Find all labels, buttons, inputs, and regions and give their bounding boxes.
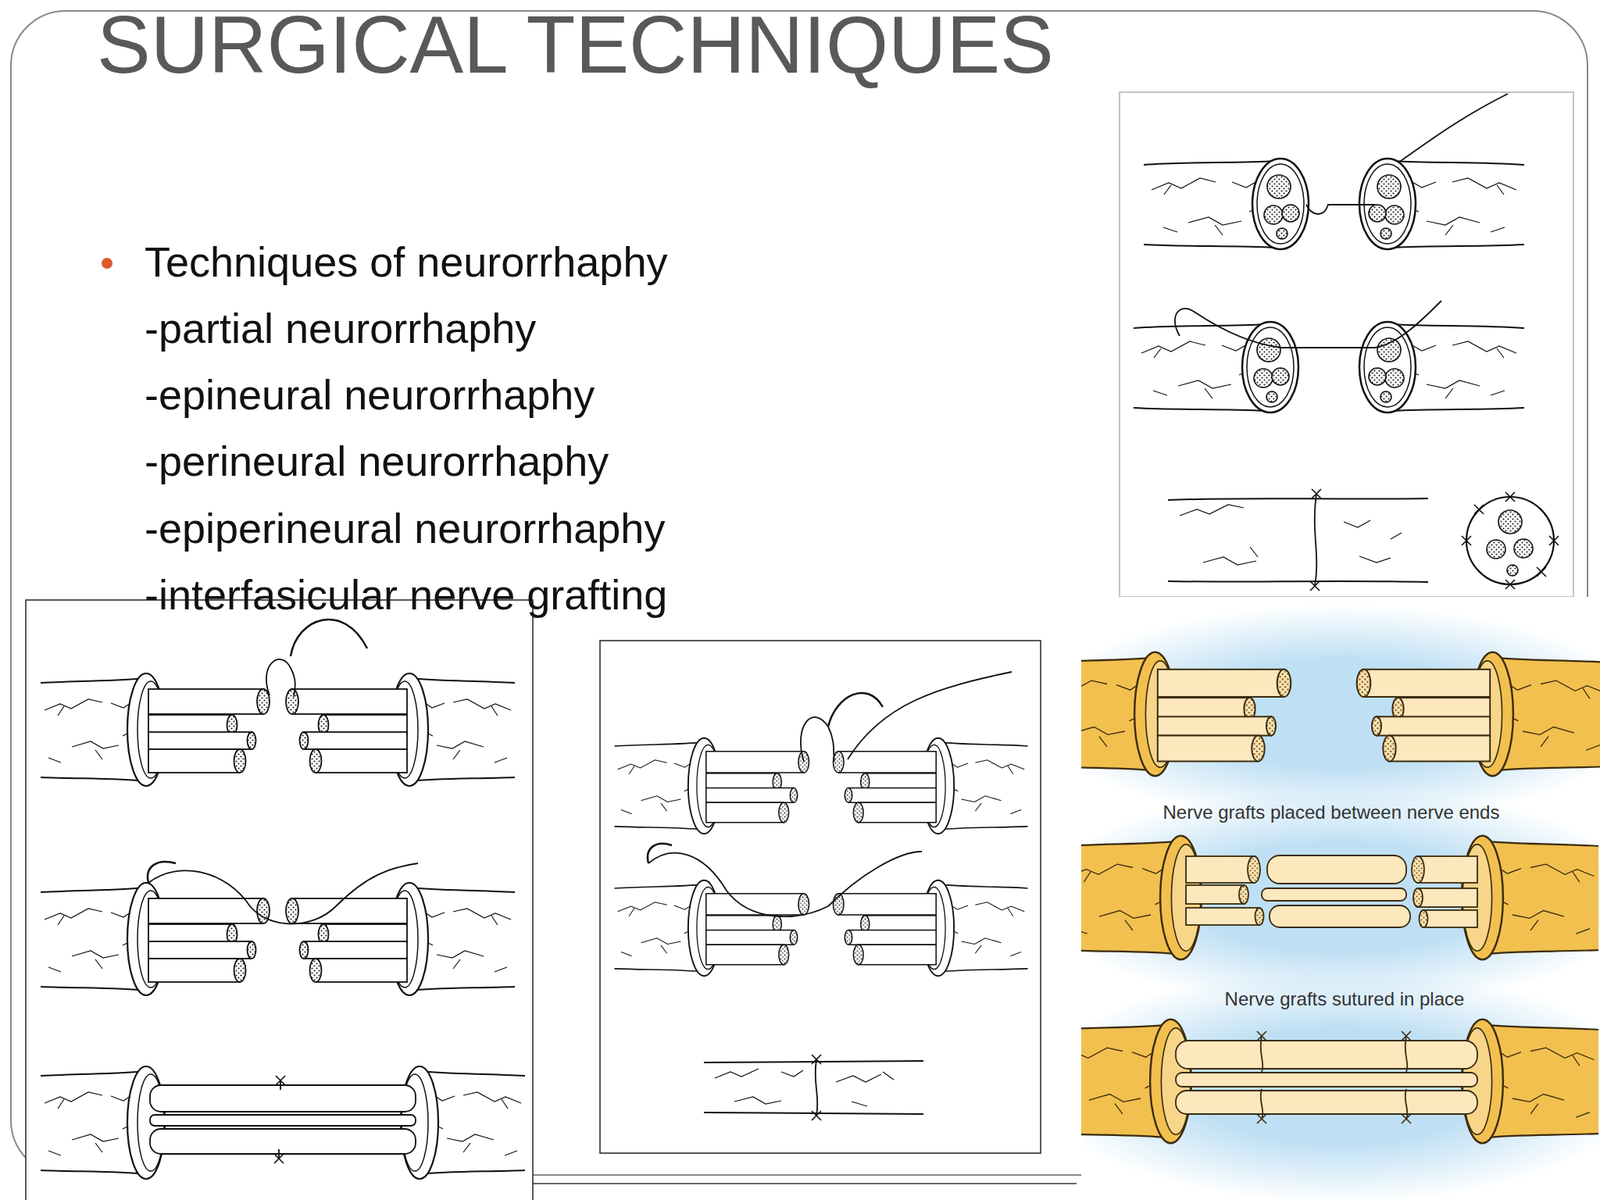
epiperineural-panel [600,640,1041,1154]
perineural-panel [25,600,533,1200]
bullet-item: Techniques of neurorrhaphy [144,236,668,288]
nerve-graft-panel [1035,596,1600,1200]
epineural-panel [1119,92,1574,597]
bullet-item: -epineural neurorrhaphy [144,369,595,421]
rule-line [532,1182,1077,1185]
slide-title: SURGICAL TECHNIQUES [96,0,1054,94]
bullet-item: -partial neurorrhaphy [144,303,536,354]
bullet-dot [101,257,113,269]
figure-caption: Nerve grafts sutured in place [1094,988,1595,1011]
bullet-item: -epiperineural neurorrhaphy [144,503,665,554]
figure-caption: Nerve grafts placed between nerve ends [1081,801,1582,825]
bullet-item: -interfasicular nerve grafting [144,569,668,621]
bullet-item: -perineural neurorrhaphy [144,435,609,487]
